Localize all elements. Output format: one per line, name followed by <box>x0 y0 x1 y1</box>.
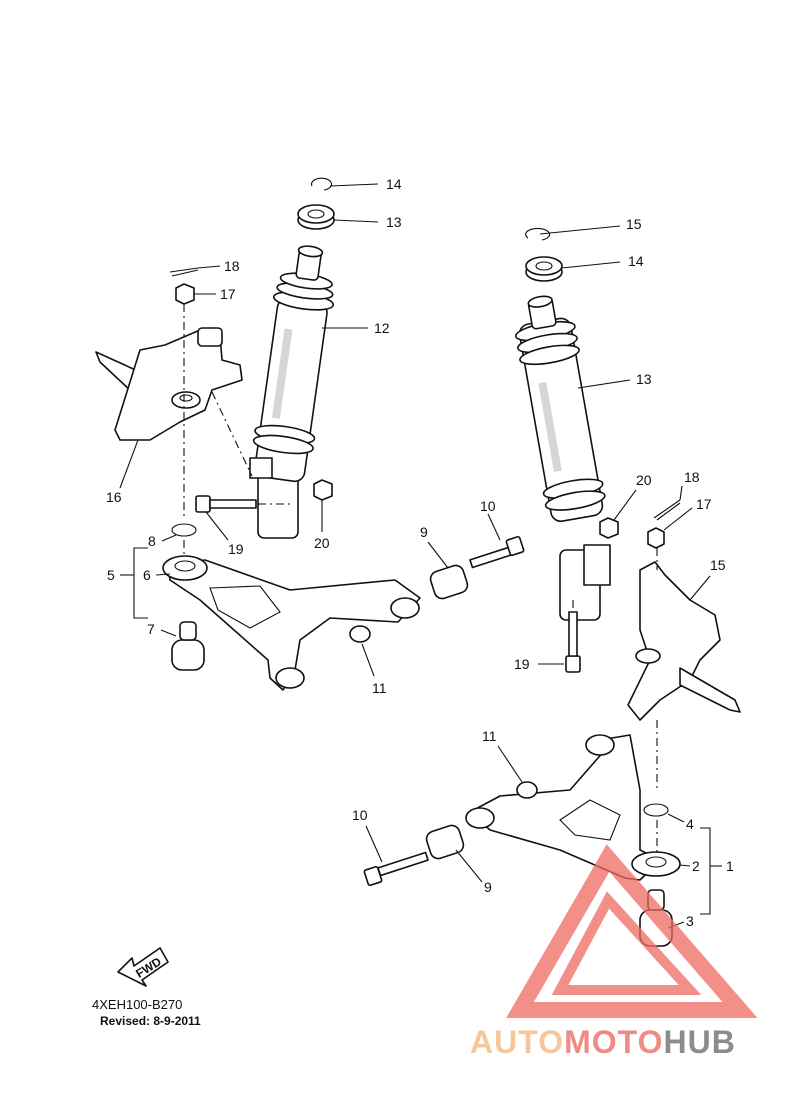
callout-1: 1 <box>726 858 734 874</box>
callout-9-upper: 9 <box>420 524 428 540</box>
callout-11-lower: 11 <box>482 728 497 744</box>
lower-arm-bushing-9 <box>425 824 465 860</box>
left-steering-knuckle <box>95 327 243 441</box>
upper-arm-bushing-9 <box>429 564 469 600</box>
callout-19-right: 19 <box>514 656 530 672</box>
lower-arm-bolt-10 <box>363 851 429 887</box>
right-steering-knuckle <box>627 561 741 721</box>
left-circlip-8 <box>171 523 197 537</box>
callout-19-left: 19 <box>228 541 244 557</box>
callout-11-upper: 11 <box>372 680 387 696</box>
callout-20-right: 20 <box>636 472 652 488</box>
callout-10-upper: 10 <box>480 498 496 514</box>
callout-4: 4 <box>686 816 694 832</box>
callout-3: 3 <box>686 913 694 929</box>
callout-18-left: 18 <box>224 258 240 274</box>
upper-arm-bolt-10 <box>469 535 525 569</box>
upper-a-arm <box>162 555 421 691</box>
left-circlip-14 <box>311 177 333 191</box>
right-circlip-4 <box>643 803 669 817</box>
right-castle-nut-17 <box>647 527 665 549</box>
callout-12-left: 12 <box>374 320 390 336</box>
callout-14-right: 15 <box>626 216 642 232</box>
right-bolt-19 <box>565 611 581 673</box>
upper-arm-collar-11 <box>349 625 371 643</box>
watermark-text-auto: AUTO <box>470 1024 564 1060</box>
right-bushing-13 <box>525 256 563 282</box>
watermark-text-moto: MOTO <box>564 1024 663 1060</box>
callout-10-lower: 10 <box>352 807 368 823</box>
callout-14-left: 14 <box>386 176 402 192</box>
fwd-arrow: FWD <box>117 947 169 987</box>
watermark-logo <box>506 844 758 1018</box>
callout-7: 7 <box>147 621 155 637</box>
right-shock-absorber <box>514 295 611 621</box>
right-nut-20 <box>599 517 619 539</box>
watermark-text: AUTOMOTOHUB <box>470 1024 736 1060</box>
watermark-triangle-inner <box>551 891 702 995</box>
callout-9-lower: 9 <box>484 879 492 895</box>
revised-date: Revised: 8-9-2011 <box>100 1014 201 1028</box>
callout-13-right: 14 <box>628 253 644 269</box>
leader-lines <box>119 183 722 929</box>
diagram-code: 4XEH100-B270 <box>92 997 182 1012</box>
callout-8: 8 <box>148 533 156 549</box>
lower-a-arm <box>465 734 681 881</box>
alignment-lines <box>183 304 658 852</box>
callout-2: 2 <box>692 858 700 874</box>
left-shock-absorber <box>249 245 335 539</box>
callout-12-right: 13 <box>636 371 652 387</box>
left-cotter-pin-18 <box>169 267 199 277</box>
callout-20-left: 20 <box>314 535 330 551</box>
lower-arm-collar-11 <box>516 781 538 799</box>
callout-5: 5 <box>107 567 115 583</box>
callout-17-right: 17 <box>696 496 712 512</box>
right-cotter-pin-18 <box>653 499 681 521</box>
left-castle-nut-17 <box>175 283 195 305</box>
callout-18-right: 18 <box>684 469 700 485</box>
callout-17-left: 17 <box>220 286 236 302</box>
callout-numbers: 14 13 12 18 17 16 19 20 8 5 6 7 9 10 11 … <box>106 176 734 929</box>
left-ball-joint-7 <box>171 621 205 671</box>
left-nut-20 <box>313 479 333 501</box>
left-bolt-19 <box>195 495 257 513</box>
callout-15: 15 <box>710 557 726 573</box>
callout-16: 16 <box>106 489 122 505</box>
left-bushing-13 <box>297 204 335 230</box>
watermark-text-hub: HUB <box>663 1024 735 1060</box>
callout-13-left: 13 <box>386 214 402 230</box>
watermark-triangle <box>506 844 758 1018</box>
callout-6: 6 <box>143 567 151 583</box>
right-circlip-14 <box>525 227 551 241</box>
